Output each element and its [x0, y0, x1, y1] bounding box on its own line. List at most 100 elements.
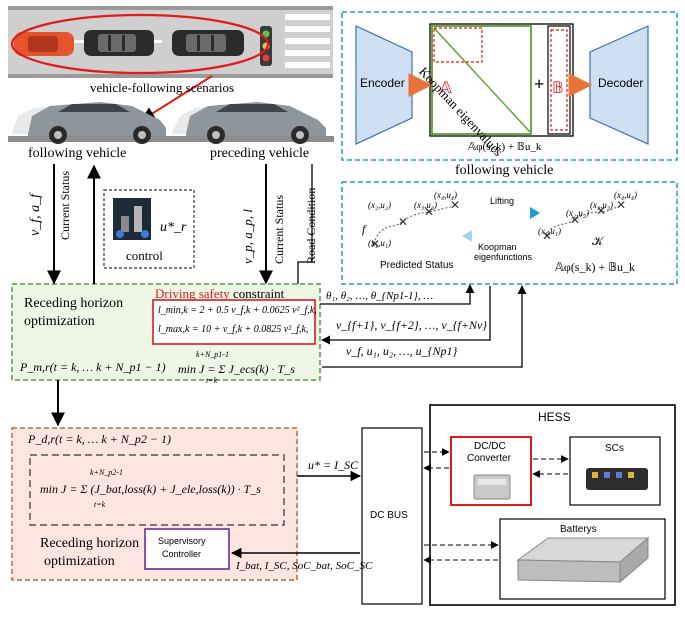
- p-input-label: P_d,r(t = k, … k + N_p2 − 1): [28, 432, 171, 446]
- koopman-network-box: [341, 11, 678, 161]
- svg-text:✕: ✕: [450, 198, 460, 212]
- dcdc-line1: DC/DC: [474, 441, 506, 452]
- eigenfunction-arrow-head: [462, 230, 472, 242]
- lifting-arrow-head: [530, 207, 540, 219]
- road-condition-label: Road Condition: [304, 187, 318, 264]
- vu-sequence-arrow: [322, 285, 527, 368]
- supercapacitor-icon: [586, 468, 648, 490]
- black-car-1: [84, 30, 154, 56]
- right-point-0: (x₁,u₁): [538, 226, 561, 236]
- right-point-3: (x₄,u₄): [614, 190, 637, 200]
- left-point-0: (x₁,u₁): [368, 238, 391, 248]
- koopman-equation: 𝔸φ(s_k) + 𝔹u_k: [468, 141, 542, 153]
- svg-text:✕: ✕: [542, 229, 552, 243]
- lower-cost-box: [29, 454, 285, 526]
- road-scene: [8, 6, 333, 121]
- svg-text:✕: ✕: [424, 205, 434, 219]
- traffic-light-icon: [260, 26, 272, 66]
- red-car: [14, 32, 74, 56]
- l-min-equation: l_min,k = 2 + 0.5 v_f,k + 0.0625 v²_f,k,: [158, 305, 317, 316]
- koopman-eigenfunctions-line1: Koopman: [478, 242, 517, 252]
- theta-sequence-label: θ₁, θ₂, …, θ_{Np1-1}, …: [326, 290, 434, 302]
- crosswalk: [285, 14, 330, 68]
- right-point-1: (x₂,u₂): [566, 208, 589, 218]
- safety-constraint-box: [152, 299, 316, 345]
- dcdc-line2: Converter: [467, 453, 511, 464]
- preceding-vehicle-label: preceding vehicle: [210, 146, 310, 161]
- plus-sign: +: [534, 74, 545, 94]
- matrix-b-label: 𝔹: [552, 80, 564, 97]
- eigenvalue-diagonal: [433, 27, 531, 133]
- upper-mpc-title-line1: Receding horizon: [24, 296, 124, 311]
- preceding-vehicle-image: [172, 102, 334, 144]
- f-label: f: [362, 222, 366, 236]
- lower-cost-function: min J = Σ (J_bat,loss(k) + J_ele,loss(k)…: [40, 482, 261, 496]
- scenario-ellipse: [10, 13, 270, 75]
- left-point-3: (x₄,u₄): [434, 190, 457, 200]
- supervisory-controller-box: [144, 528, 230, 570]
- svg-text:✕: ✕: [596, 204, 606, 218]
- battery-pack-icon: [516, 536, 650, 584]
- vf-sequence-label: v_{f+1}, v_{f+2}, …, v_{f+Nv}: [336, 318, 488, 332]
- scenario-zoom-arrow: [140, 75, 213, 121]
- decoder-label: Decoder: [598, 76, 644, 90]
- preceding-vars-label: v_p, a_p, l: [240, 209, 255, 264]
- u-r-star-label: u*_r: [160, 220, 187, 235]
- feedback-label: I_bat, I_SC, SoC_bat, SoC_SC: [236, 560, 373, 572]
- driving-safety-text: Driving safety: [155, 286, 230, 301]
- lifting-label: Lifting: [490, 196, 515, 206]
- l-max-equation: l_max,k = 10 + v_f,k + 0.0825 v²_f,k,: [158, 324, 309, 335]
- following-vehicle-image: [8, 102, 173, 144]
- state-trajectory-right: [545, 205, 621, 237]
- vehicle-following-label: vehicle-following scenarios: [90, 80, 235, 95]
- dc-bus-box: [361, 427, 423, 605]
- upper-sum-upper-limit: k+N_p1-1: [196, 350, 229, 359]
- matrix-b-highlight: [550, 29, 568, 131]
- lower-sum-lower-limit: t=k: [94, 500, 106, 509]
- koopman-eigenfunctions-line2: eigenfunctions: [474, 252, 533, 262]
- svg-text:✕: ✕: [570, 213, 580, 227]
- vu-sequence-label: v_f, u₁, u₂, …, u_{Np1}: [346, 344, 458, 358]
- control-pedal-icon: [113, 198, 151, 240]
- predicted-status-label: Predicted Status: [380, 260, 454, 271]
- upper-mpc-title-line2: optimization: [24, 314, 95, 329]
- upper-sum-lower-limit: t=k: [206, 376, 218, 385]
- constraint-text: constraint: [229, 286, 285, 301]
- upper-cost-function: min J = Σ J_ecs(k) · T_s: [178, 362, 295, 376]
- black-car-2: [172, 30, 244, 56]
- dc-bus-label: DC BUS: [370, 510, 408, 521]
- k-label: 𝒦: [592, 234, 604, 248]
- svg-text:✕: ✕: [616, 198, 626, 212]
- left-point-1: (x₂,u₂): [368, 200, 391, 210]
- road-condition-line: [297, 164, 313, 284]
- current-status-left-label: Current Status: [58, 171, 72, 240]
- u-star-label: u* = I_SC: [308, 458, 359, 472]
- supervisory-line2: Controller: [162, 549, 202, 559]
- left-point-2: (x₃,u₃): [414, 200, 437, 210]
- encoder-trapezoid: [355, 25, 413, 145]
- lower-mpc-title-line1: Receding horizon: [40, 536, 140, 551]
- prediction-box: [341, 181, 678, 285]
- lower-sum-upper-limit: k+N_p2-1: [90, 468, 123, 477]
- safety-constraint-title: Driving safety constraint: [155, 286, 284, 302]
- theta-arrow: [320, 284, 475, 305]
- batterys-label: Batterys: [560, 524, 597, 535]
- following-vars-label: v_f, a_f: [28, 194, 43, 236]
- current-status-right-label: Current Status: [272, 195, 286, 264]
- svg-text:✕: ✕: [398, 215, 408, 229]
- control-label: control: [126, 248, 163, 263]
- p-output-label: P_m,r(t = k, … k + N_p1 − 1): [20, 360, 166, 374]
- lower-mpc-title-line2: optimization: [44, 554, 115, 569]
- supervisory-line1: Supervisory: [158, 536, 206, 546]
- encoder-label: Encoder: [360, 76, 405, 90]
- vf-sequence-arrow: [321, 286, 491, 345]
- koopman-caption: following vehicle: [455, 163, 554, 178]
- right-point-2: (x₃,u₃): [590, 200, 613, 210]
- scs-label: SCs: [605, 443, 624, 454]
- prediction-equation: 𝔸φ(s_k) + 𝔹u_k: [555, 260, 636, 274]
- matrix-a-highlight: [433, 27, 483, 63]
- state-trajectory-left: [373, 205, 455, 245]
- following-vehicle-label: following vehicle: [28, 146, 127, 161]
- svg-text:✕: ✕: [370, 237, 380, 251]
